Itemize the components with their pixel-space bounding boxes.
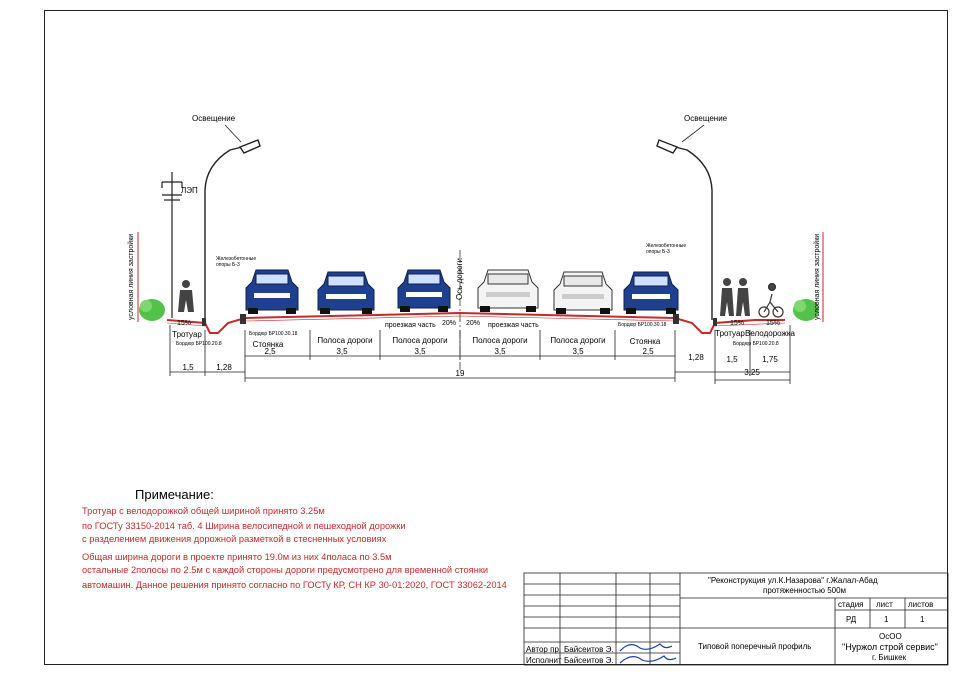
segment-parking-right: Стоянка (629, 337, 661, 346)
width-total: 19 (455, 369, 465, 378)
lighting-label-right: Освещение (684, 114, 728, 123)
slope-road-left: 20% (442, 320, 457, 327)
width-lane-1: 3,5 (336, 347, 348, 356)
stage-value: РД (846, 615, 857, 624)
road-axis-label: Ось дороги (455, 257, 464, 300)
width-parking-left: 2,5 (264, 347, 276, 356)
executor-name: Байсеитов Э. (564, 656, 614, 665)
signature-author-icon (619, 643, 673, 652)
note-line-3: с разделением движения дорожной разметко… (82, 534, 387, 544)
sheet-value: 1 (884, 615, 889, 624)
cyclist-icon (758, 282, 784, 318)
bush-right-icon (793, 299, 819, 321)
segment-parking-left: Стоянка (252, 340, 284, 349)
pedestrian-icon (720, 278, 734, 316)
note-line-2: по ГОСТу 33150-2014 таб. 4 Ширина велоси… (82, 521, 406, 531)
sheets-value: 1 (920, 615, 925, 624)
title-block-frame (523, 572, 949, 666)
building-line-label-right: условная линия застройки (814, 233, 821, 320)
car-icon (553, 271, 613, 314)
segment-lane-2: Полоса дороги (392, 336, 448, 345)
light-pole-left-icon (204, 139, 261, 320)
lighting-label-left: Освещение (192, 114, 236, 123)
fence-label-left: Железобетонные опоры Б-3 (216, 256, 257, 268)
sheets-header: листов (908, 600, 934, 609)
curb-left-small-icon (202, 318, 206, 326)
drawing-sheet-frame (44, 10, 948, 665)
building-line-label-left: условная линия застройки (128, 233, 135, 320)
car-icon (317, 271, 375, 314)
light-pole-right-icon (656, 139, 713, 320)
stage-header: стадия (838, 600, 864, 609)
bush-left-icon (139, 299, 165, 321)
curb-label-left-small: Бордюр БР100.20.8 (176, 341, 222, 347)
segment-lane-4: Полоса дороги (550, 336, 606, 345)
slope-road-right: 20% (466, 320, 481, 327)
dimension-lines (169, 325, 791, 384)
slope-bike-right: 15% (766, 320, 781, 327)
slope-sidewalk-right: 15% (730, 320, 745, 327)
segment-lane-3: Полоса дороги (472, 336, 528, 345)
width-bike-right: 1,75 (762, 355, 778, 364)
segment-bike-right: Велодорожка (745, 329, 795, 338)
power-pole-icon (161, 172, 183, 318)
company-line-3: г. Бишкек (872, 653, 907, 662)
curb-left-icon (240, 314, 246, 324)
curb-right-icon (673, 314, 679, 324)
car-icon (397, 269, 451, 312)
curb-label-right-small: Бордюр БР100.20.8 (733, 341, 779, 347)
author-role: Автор пр. (526, 645, 562, 654)
width-ditch-right: 1,28 (688, 353, 704, 362)
executor-role: Исполнит (526, 656, 562, 665)
car-icon (623, 271, 679, 314)
curb-label-right-big: Бордюр БР100.30.18 (618, 322, 667, 328)
width-sidewalk-bike-total: 3,25 (744, 368, 760, 377)
author-name: Байсеитов Э. (564, 645, 614, 654)
width-lane-3: 3,5 (494, 347, 506, 356)
curb-right-small-icon (713, 318, 717, 326)
segment-lane-1: Полоса дороги (317, 336, 373, 345)
car-icon (477, 269, 539, 312)
curb-label-left-big: Бордюр БР100.30.18 (249, 331, 298, 337)
project-length: протяженностью 500м (763, 586, 847, 595)
leader-lighting-left (224, 124, 242, 143)
power-line-label: ЛЭП (181, 186, 198, 195)
project-title: "Реконструкция ул.К.Назарова" г.Жалал-Аб… (708, 576, 878, 585)
notes-title: Примечание: (135, 487, 214, 502)
drawing-name: Типовой поперечный профиль (698, 642, 812, 651)
note-line-1: Тротуар с велодорожкой общей шириной при… (82, 506, 325, 516)
note-line-6: автомашин. Данное решения принято соглас… (82, 580, 507, 590)
width-lane-4: 3,5 (572, 347, 584, 356)
company-line-1: ОсОО (879, 632, 902, 641)
slope-sidewalk-left: 15% (177, 320, 192, 327)
width-sidewalk-left: 1,5 (182, 363, 194, 372)
company-line-2: "Нуржол строй сервис" (842, 642, 938, 652)
pedestrian-icon (178, 280, 194, 312)
pedestrian-icon (736, 278, 750, 316)
segment-sidewalk-left: Тротуар (172, 330, 202, 339)
note-line-4: Общая ширина дороги в проекте принято 19… (82, 552, 392, 562)
leader-lighting-right (681, 124, 705, 143)
segment-sidewalk-right: Тротуар (715, 329, 745, 338)
width-sidewalk-right: 1,5 (726, 355, 738, 364)
width-parking-right: 2,5 (642, 347, 654, 356)
car-icon (245, 269, 299, 314)
note-line-5: остальные 2полосы по 2.5м с каждой сторо… (82, 565, 489, 575)
width-lane-2: 3,5 (414, 347, 426, 356)
carriageway-label-2: проезжая часть (488, 322, 539, 329)
width-ditch-left: 1,28 (216, 363, 232, 372)
carriageway-label-1: проезжая часть (385, 322, 436, 329)
signature-executor-icon (619, 655, 677, 664)
fence-label-right: Железобетонные опоры Б-3 (646, 243, 687, 255)
sheet-header: лист (876, 600, 893, 609)
